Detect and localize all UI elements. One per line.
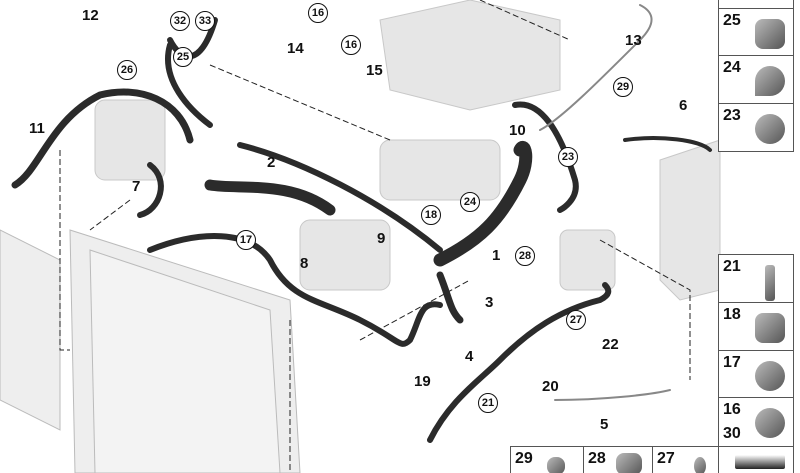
- side-panel-item-23: 23: [718, 103, 794, 152]
- callout-14: 14: [287, 40, 304, 57]
- callout-12: 12: [82, 7, 99, 24]
- part-number: 28: [588, 450, 606, 467]
- callout-22: 22: [602, 336, 619, 353]
- circled-callout-27: 27: [566, 310, 586, 330]
- side-panel-item-18: 18: [718, 302, 794, 351]
- side-panel-item-mat: [718, 446, 794, 473]
- callout-13: 13: [625, 32, 642, 49]
- bottom-panel-item-27: 27: [652, 446, 719, 473]
- circled-callout-26: 26: [117, 60, 137, 80]
- callout-3: 3: [485, 294, 494, 311]
- part-number: 23: [723, 107, 741, 124]
- circled-callout-25: 25: [173, 47, 193, 67]
- side-panel-item-17: 17: [718, 350, 794, 398]
- circled-callout-23: 23: [558, 147, 578, 167]
- circled-callout-29: 29: [613, 77, 633, 97]
- callout-1: 1: [492, 247, 501, 264]
- band-clamp-icon: [755, 408, 785, 438]
- clamp-sleeve-icon: [755, 19, 785, 49]
- callout-10: 10: [509, 122, 526, 139]
- circled-callout-24: 24: [460, 192, 480, 212]
- bottom-panel-item-29: 29: [510, 446, 584, 473]
- callout-20: 20: [542, 378, 559, 395]
- callout-6: 6: [679, 97, 688, 114]
- radiator: [0, 229, 301, 473]
- callout-4: 4: [465, 348, 474, 365]
- callout-11: 11: [29, 120, 45, 137]
- intercooler: [94, 0, 721, 301]
- part-number: 25: [723, 12, 741, 29]
- callout-15: 15: [366, 62, 383, 79]
- callout-8: 8: [300, 255, 309, 272]
- side-panel-item-21: 21: [718, 254, 794, 303]
- sleeve-icon: [616, 453, 642, 473]
- circled-callout-21: 21: [478, 393, 498, 413]
- mat-icon: [735, 455, 785, 469]
- bracket-clip-icon: [755, 313, 785, 343]
- callout-19: 19: [414, 373, 431, 390]
- part-number: 24: [723, 59, 741, 76]
- side-panel-item-24: 24: [718, 55, 794, 104]
- callout-7: 7: [132, 178, 141, 195]
- part-number: 18: [723, 306, 741, 323]
- circled-callout-16: 16: [308, 3, 328, 23]
- callout-2: 2: [267, 154, 276, 171]
- part-number: 29: [515, 450, 533, 467]
- side-panel-item-25: 25: [718, 8, 794, 56]
- part-number: 27: [657, 450, 675, 467]
- circled-callout-32: 32: [170, 11, 190, 31]
- part-number-2: 30: [723, 425, 741, 442]
- callout-5: 5: [600, 416, 609, 433]
- clip-icon: [547, 457, 565, 473]
- bottom-panel-item-28: 28: [583, 446, 653, 473]
- circled-callout-28: 28: [515, 246, 535, 266]
- circled-callout-18: 18: [421, 205, 441, 225]
- screw-icon: [694, 457, 706, 473]
- hose-clamp-icon: [755, 361, 785, 391]
- hook-clip-icon: [755, 66, 785, 96]
- part-number: 16: [723, 401, 741, 418]
- bolt-icon: [765, 265, 775, 301]
- hoses: [11, 4, 712, 443]
- part-number: 17: [723, 354, 741, 371]
- part-number: 21: [723, 258, 741, 275]
- circled-callout-16b: 16: [341, 35, 361, 55]
- double-clip-icon: [755, 114, 785, 144]
- callout-9: 9: [377, 230, 386, 247]
- circled-callout-33: 33: [195, 11, 215, 31]
- circled-callout-17: 17: [236, 230, 256, 250]
